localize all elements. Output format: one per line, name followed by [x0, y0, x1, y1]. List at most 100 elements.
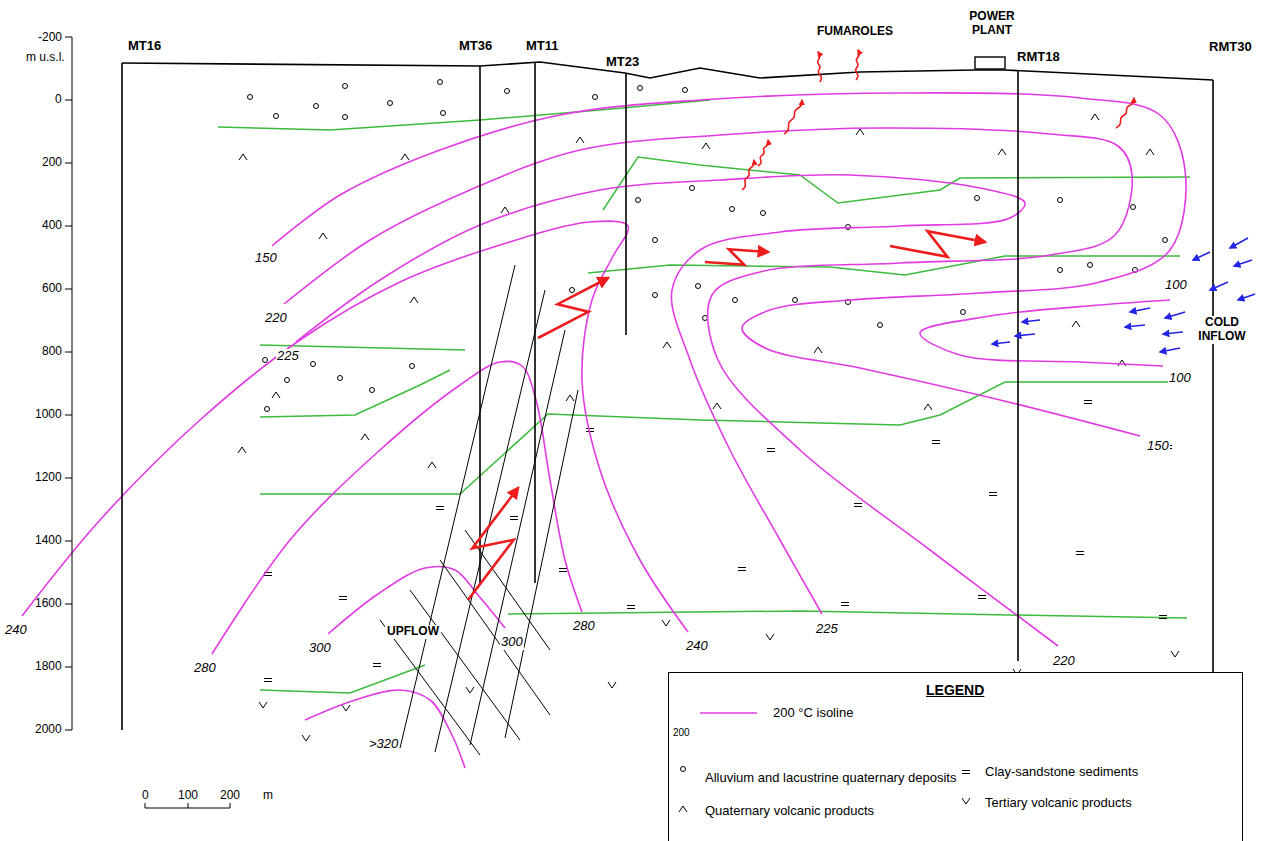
rock-symbol — [373, 664, 381, 667]
well-trace — [479, 66, 481, 583]
inflow-arrow — [1022, 320, 1040, 322]
rock-symbol — [662, 620, 670, 626]
legend-sample-value: 200 — [673, 727, 690, 739]
rock-symbol — [856, 129, 864, 135]
rock-symbol — [998, 149, 1006, 155]
rock-symbol — [311, 362, 316, 367]
axis-label: 1400 — [35, 534, 62, 548]
well-trace — [121, 63, 123, 730]
formation-boundary — [508, 611, 1187, 618]
axis-tick — [65, 163, 72, 164]
isotherm-value: >320 — [368, 737, 399, 752]
axis-label: 2000 — [35, 723, 62, 737]
legend-text: 200 °C isoline — [773, 706, 853, 721]
flow-arrow — [538, 278, 608, 338]
rock-symbol — [854, 504, 862, 507]
rock-symbol — [466, 687, 474, 693]
axis-tick — [65, 289, 72, 290]
scale-label: 0 — [142, 789, 149, 803]
rock-symbol — [428, 462, 436, 468]
well-name: RMT18 — [1017, 50, 1060, 65]
rock-symbol — [1076, 552, 1084, 555]
steam-arrow — [1116, 98, 1134, 128]
axis-tick — [65, 478, 72, 479]
rock-symbol — [738, 568, 746, 571]
rock-symbol — [342, 705, 350, 711]
rock-symbol — [510, 517, 518, 520]
axis-tick — [65, 37, 72, 38]
ground-surface — [122, 62, 1213, 80]
rock-symbol — [238, 447, 246, 453]
axis-tick — [65, 604, 72, 605]
fault-line — [440, 560, 550, 715]
axis-tick — [65, 541, 72, 542]
rock-symbol — [361, 434, 369, 440]
rock-symbol — [1058, 198, 1063, 203]
axis-tick — [65, 352, 72, 353]
formation-boundary — [260, 370, 450, 417]
legend-text: Alluvium and lacustrine quaternary depos… — [705, 771, 956, 786]
well-name: MT16 — [128, 39, 161, 54]
rock-symbol — [713, 403, 721, 409]
inflow-arrow — [1130, 308, 1150, 312]
legend-sample — [962, 771, 970, 774]
rock-symbol — [1088, 263, 1093, 268]
axis-label: 800 — [42, 345, 62, 359]
scale-label: 100 — [178, 789, 198, 803]
well-trace — [625, 73, 627, 335]
inflow-arrow — [1234, 260, 1252, 266]
rock-symbol — [570, 288, 575, 293]
isotherm — [296, 175, 1025, 614]
scale-label: m — [263, 789, 273, 803]
rock-symbol — [1146, 149, 1154, 155]
rock-symbol — [975, 196, 980, 201]
rock-symbol — [264, 679, 272, 682]
inflow-arrow — [1210, 282, 1228, 290]
isotherm — [328, 566, 505, 634]
site-label: UPFLOW — [385, 625, 441, 639]
rock-symbol — [1171, 651, 1179, 657]
rock-symbol — [814, 347, 822, 353]
rock-symbol — [265, 407, 270, 412]
rock-symbol — [1084, 401, 1092, 404]
rock-symbol — [733, 298, 738, 303]
axis-tick — [65, 226, 72, 227]
scale-label: 200 — [220, 789, 240, 803]
rock-symbol — [559, 569, 567, 572]
inflow-arrow — [1160, 348, 1180, 352]
formation-boundary — [260, 665, 425, 693]
isotherm — [272, 93, 1186, 436]
well-name: MT23 — [606, 55, 639, 70]
rock-symbol — [339, 597, 347, 600]
inflow-arrow — [1163, 332, 1183, 334]
rock-symbol — [566, 395, 574, 401]
isotherm-value: 300 — [500, 635, 524, 650]
inflow-arrow — [1015, 334, 1035, 336]
rock-symbol — [388, 101, 393, 106]
legend-heading: LEGEND — [926, 682, 984, 698]
rock-symbol — [441, 111, 446, 116]
rock-symbol — [410, 297, 418, 303]
rock-symbol — [285, 378, 290, 383]
legend-sample — [700, 712, 757, 714]
isotherm-value: 100 — [1164, 278, 1188, 293]
legend-text: Tertiary volcanic products — [985, 796, 1132, 811]
isotherm-value: 150 — [1146, 439, 1170, 454]
rock-symbol — [696, 284, 701, 289]
formation-boundary — [588, 256, 1180, 275]
rock-symbol — [793, 298, 798, 303]
rock-symbol — [263, 358, 268, 363]
fault-line — [470, 330, 565, 745]
rock-symbol — [924, 404, 932, 410]
flow-arrow — [890, 231, 985, 257]
formation-boundary — [603, 157, 1190, 210]
axis-label: 400 — [42, 219, 62, 233]
legend-sample — [681, 767, 686, 772]
steam-arrow — [856, 50, 860, 80]
axis-label: m u.s.l. — [26, 51, 65, 65]
rock-symbol — [576, 137, 584, 143]
rock-symbol — [627, 606, 635, 609]
axis-label: 0 — [55, 93, 62, 107]
rock-symbol — [767, 449, 775, 452]
rock-symbol — [653, 238, 658, 243]
